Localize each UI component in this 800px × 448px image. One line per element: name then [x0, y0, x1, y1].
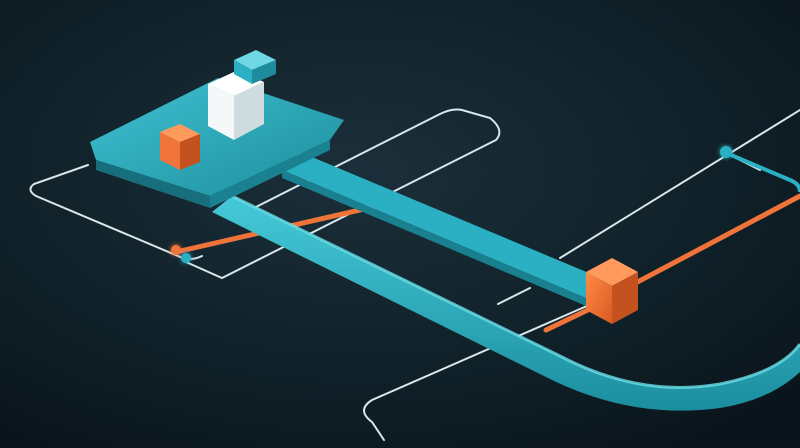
teal-bar-side: [282, 170, 586, 306]
wire-upper-loop: [185, 108, 501, 280]
teal-tube-highlight: [231, 194, 800, 389]
white-cube-left: [208, 84, 234, 140]
teal-cap-cube: [234, 50, 276, 84]
teal-cap-right: [252, 60, 276, 84]
platform: [90, 78, 344, 208]
orange-line-mid: [543, 305, 595, 333]
platform-top: [90, 78, 344, 196]
wire-lines: [29, 108, 800, 441]
node-left-teal: [181, 253, 191, 263]
teal-bar-top: [282, 152, 596, 298]
teal-cap-top: [234, 50, 276, 70]
teal-bar: [282, 152, 596, 306]
orange-large-right: [612, 272, 638, 324]
platform-side-right: [210, 140, 330, 208]
orange-large-left: [586, 272, 612, 324]
teal-cap-left: [234, 60, 252, 84]
white-cube-right: [234, 82, 264, 140]
node-right-teal: [720, 146, 732, 158]
node-left-orange: [171, 245, 181, 255]
orange-small-top: [160, 124, 200, 142]
wire-bottom-loop: [363, 301, 597, 441]
orange-small-left: [160, 132, 180, 170]
orange-cube-large: [586, 258, 638, 324]
teal-tube-body: [212, 196, 800, 411]
wire-mid-stub: [497, 287, 531, 305]
platform-side-left: [96, 160, 210, 208]
teal-tube: [212, 194, 800, 411]
orange-cube-small: [160, 124, 200, 170]
orange-small-right: [180, 134, 200, 170]
wire-right-diagonal: [559, 109, 800, 259]
connector-nodes: [171, 146, 732, 263]
orange-line-right: [627, 193, 800, 289]
wire-left-loop: [29, 164, 203, 260]
